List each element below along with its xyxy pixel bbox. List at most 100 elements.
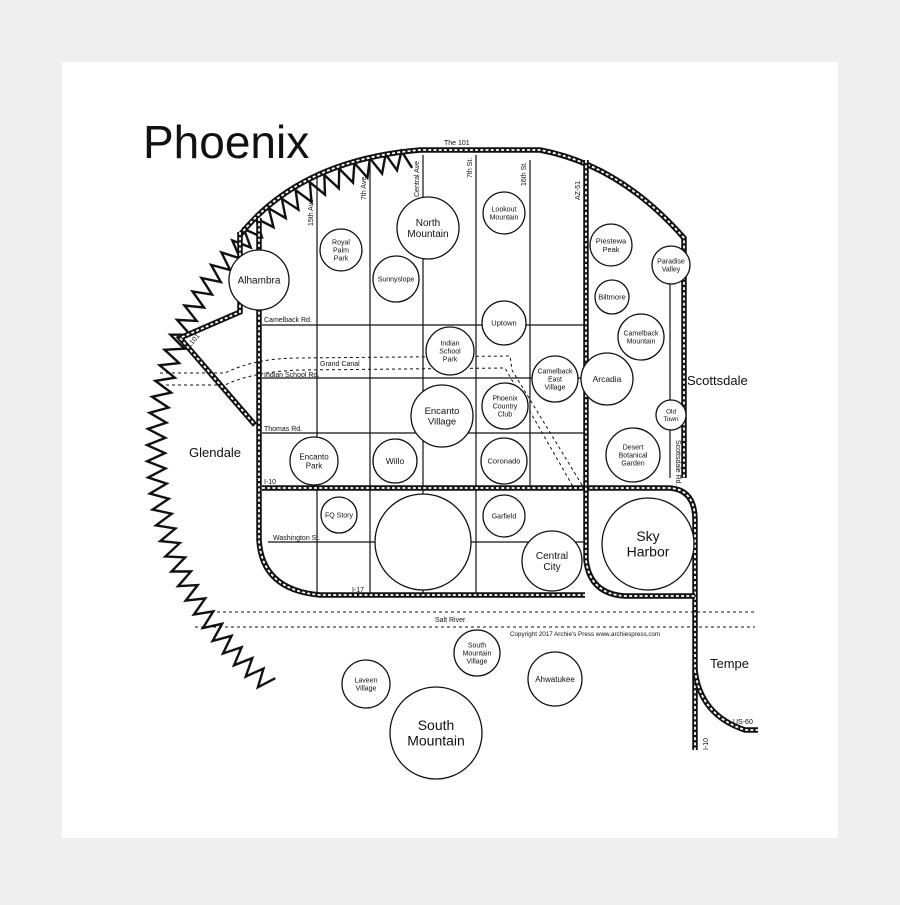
neighborhood-ahwatukee: Ahwatukee (527, 651, 583, 707)
neighborhood-label: FQ Story (325, 513, 354, 520)
neighborhood-label: Park (306, 461, 323, 470)
neighborhood-label: Village (428, 417, 456, 428)
neighborhood-label: Willo (386, 456, 405, 466)
label-7th-st: 7th St. (467, 158, 474, 178)
grand-canal-line (160, 355, 586, 491)
neighborhood-label: Royal (332, 240, 350, 247)
neighborhood-alhambra: Alhambra (228, 249, 290, 311)
label-i10-south: I-10 (703, 738, 710, 750)
label-i17: I-17 (352, 587, 364, 594)
label-camelback-rd: Camelback Rd. (264, 317, 312, 324)
neighborhood-circle (289, 436, 339, 486)
neighborhood-label: Village (545, 384, 566, 391)
neighborhood-circle (482, 494, 526, 538)
neighborhood-circle (594, 279, 630, 315)
neighborhood-label: South (418, 717, 455, 733)
neighborhood-label: Encanto (299, 452, 329, 461)
neighborhood-circle (372, 255, 420, 303)
neighborhood-circle (601, 497, 695, 591)
neighborhood-label: Club (498, 411, 513, 418)
city-scottsdale: Scottsdale (687, 373, 748, 388)
neighborhood-label: Sky (636, 528, 659, 544)
neighborhood-label: Country (493, 403, 518, 410)
neighborhood-circle (320, 496, 358, 534)
neighborhood-circle (319, 228, 363, 272)
neighborhood-circle (651, 245, 691, 285)
us-60 (692, 669, 758, 733)
neighborhood-circle (453, 629, 501, 677)
neighborhood-circle (372, 438, 418, 484)
label-grand-canal: Grand Canal (320, 361, 360, 368)
label-indian-school-rd: Indian School Rd. (264, 372, 319, 379)
neighborhoods: AlhambraRoyalPalmParkSunnyslopeNorthMoun… (228, 191, 695, 780)
neighborhood-label: Palm (333, 247, 349, 254)
neighborhood-circle (482, 191, 526, 235)
neighborhood-label: Downtown (393, 535, 454, 550)
neighborhood-label: Park (334, 255, 349, 262)
neighborhood-label: Coronado (488, 457, 521, 466)
neighborhood-label: Old (666, 409, 677, 416)
neighborhood-label: Piestewa (596, 236, 627, 245)
label-us60: US-60 (733, 719, 753, 726)
neighborhood-circle (374, 493, 472, 591)
neighborhood-label: Alhambra (238, 276, 281, 287)
mountain-edge (144, 148, 414, 690)
copyright-note: Copyright 2017 Archie's Press www.archie… (510, 631, 660, 638)
neighborhood-label: City (543, 562, 560, 573)
label-scottsdale-rd: Scottsdale Rd. (674, 440, 681, 486)
neighborhood-circle (527, 651, 583, 707)
neighborhood-circle (580, 352, 634, 406)
neighborhood-label: Indian (440, 341, 459, 348)
neighborhood-label: Phoenix (492, 396, 518, 403)
label-central-ave: Central Ave (414, 161, 421, 197)
label-az51: AZ-51 (575, 181, 582, 200)
neighborhood-circle (617, 313, 665, 361)
neighborhood-label: Village (356, 685, 377, 692)
neighborhood-fq-story: FQ Story (320, 496, 358, 534)
neighborhood-circle (481, 382, 529, 430)
neighborhood-circle (341, 659, 391, 709)
neighborhood-label: Botanical (619, 452, 648, 459)
neighborhood-label: Arcadia (593, 374, 622, 384)
neighborhood-uptown: Uptown (481, 300, 527, 346)
neighborhood-biltmore: Biltmore (594, 279, 630, 315)
label-7th-ave: 7th Ave (361, 177, 368, 200)
neighborhood-label: Uptown (491, 319, 516, 328)
neighborhood-label: Peak (602, 245, 619, 254)
neighborhood-circle (655, 399, 687, 431)
neighborhood-circle (410, 384, 474, 448)
neighborhood-label: Biltmore (598, 293, 626, 302)
neighborhood-label: Desert (623, 445, 644, 452)
neighborhood-label: Garden (621, 460, 644, 467)
neighborhood-downtown: Downtown (374, 493, 472, 591)
neighborhood-willo: Willo (372, 438, 418, 484)
label-washington-st: Washington St. (273, 535, 320, 542)
city-glendale: Glendale (189, 445, 241, 460)
neighborhood-label: North (416, 218, 440, 229)
mountain-zigzag-line (144, 148, 414, 690)
neighborhood-label: Mountain (627, 338, 656, 345)
neighborhood-circle (480, 437, 528, 485)
neighborhood-circle (521, 530, 583, 592)
neighborhood-label: Harbor (627, 544, 670, 560)
label-i10-west: I-10 (264, 479, 276, 486)
city-labels: Glendale Scottsdale Tempe (189, 373, 749, 671)
neighborhood-label: Mountain (407, 229, 448, 240)
neighborhood-circle (605, 427, 661, 483)
neighborhood-label: Encanto (425, 406, 460, 417)
